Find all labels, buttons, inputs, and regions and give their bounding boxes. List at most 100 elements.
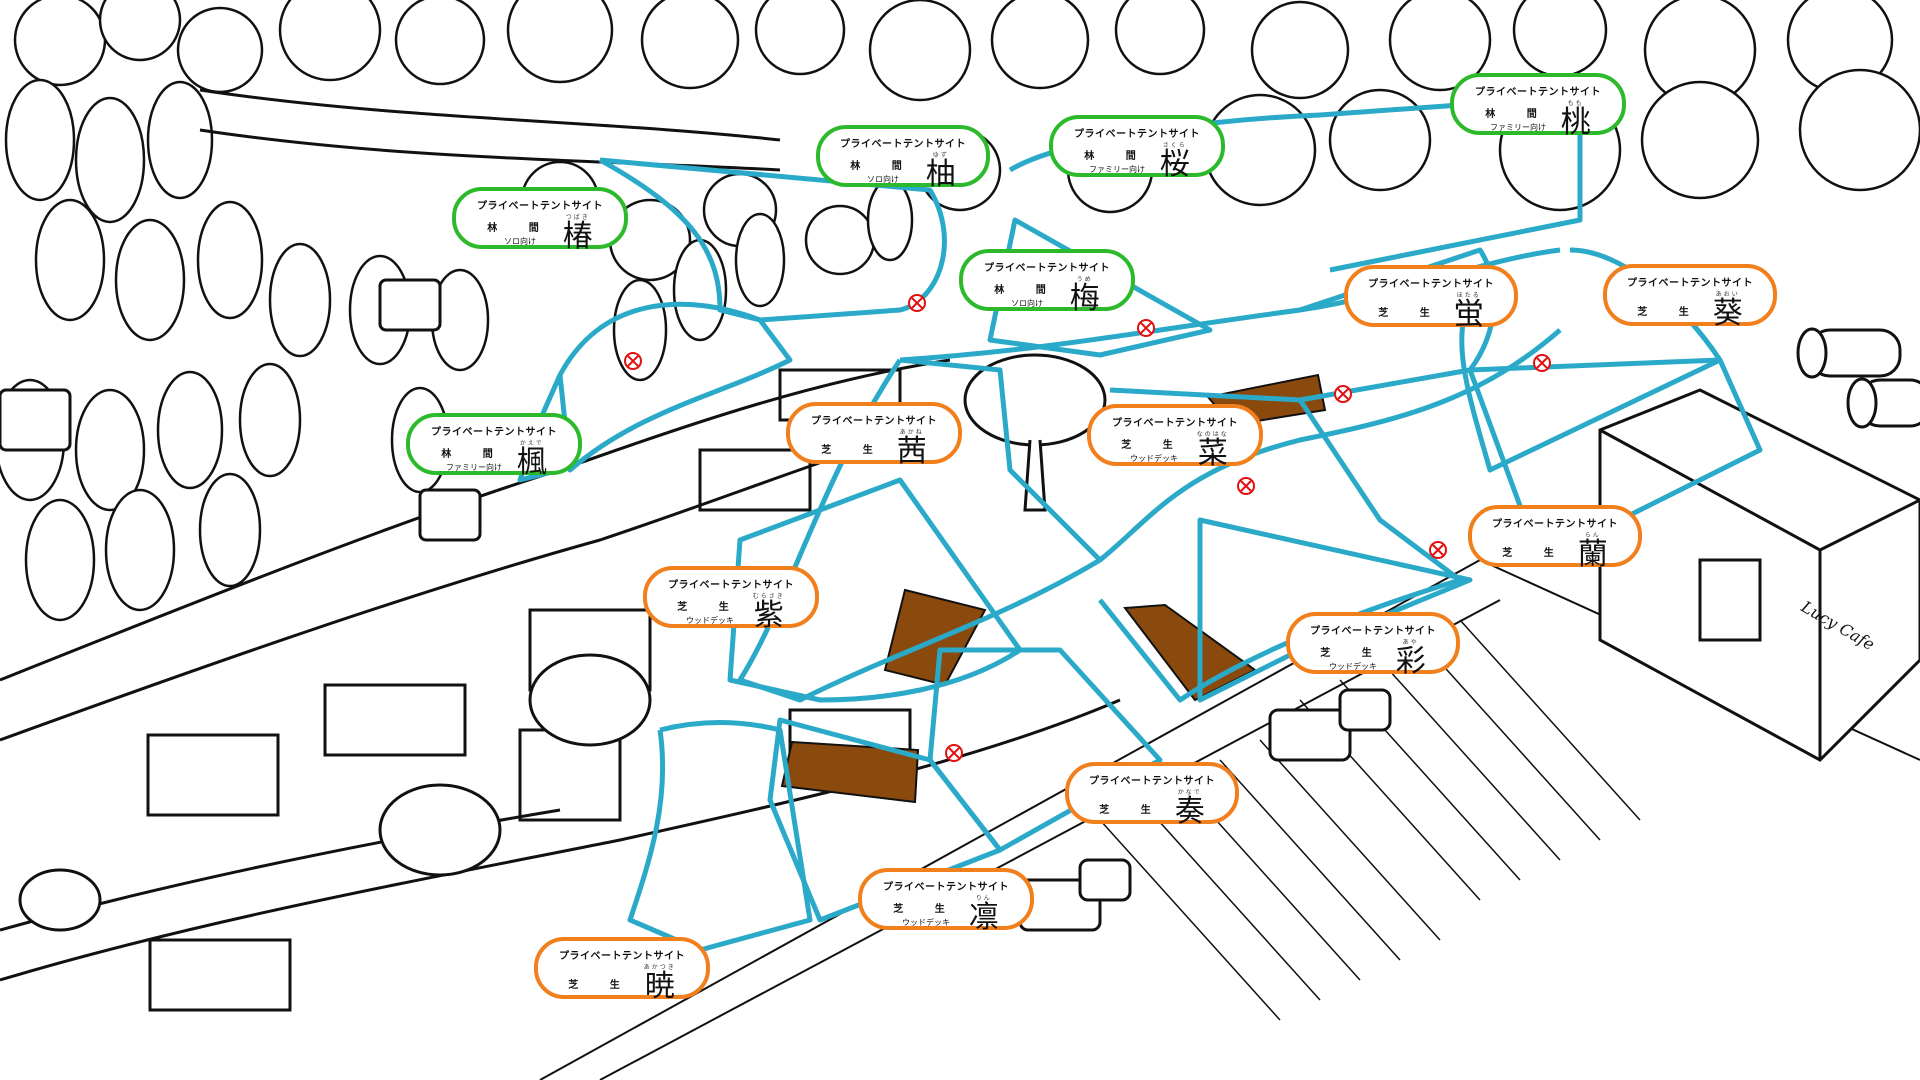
site-header: プライベートテントサイト	[1074, 129, 1200, 140]
site-ruby: あおい	[1715, 291, 1740, 298]
site-label-kanade[interactable]: プライベートテントサイト芝 生かなで奏	[1065, 762, 1239, 829]
site-name: 桜	[1159, 147, 1190, 182]
site-target: ウッドデッキ	[1129, 454, 1178, 463]
site-label-yuzu[interactable]: プライベートテントサイト林 間ソロ向け ゆず柚	[816, 125, 990, 192]
site-label-akane[interactable]: プライベートテントサイト芝 生 あかね茜	[786, 402, 962, 469]
site-label-kaede[interactable]: プライベートテントサイト林 間ファミリー向け かえで楓	[406, 413, 582, 480]
site-ground-type: 林 間	[994, 285, 1060, 296]
site-ruby: あかつき	[643, 964, 676, 971]
site-header: プライベートテントサイト	[431, 427, 557, 438]
site-ground-type: 芝 生	[821, 444, 887, 456]
site-name: 蘭	[1577, 537, 1608, 572]
site-ruby: ほたる	[1456, 292, 1481, 299]
site-ruby: さくら	[1162, 142, 1187, 149]
site-label-ume[interactable]: プライベートテントサイト林 間ソロ向けうめ梅	[959, 249, 1135, 314]
site-header: プライベートテントサイト	[1310, 626, 1436, 637]
no-entry-icon	[1137, 319, 1155, 337]
site-ground-type: 林 間	[850, 161, 916, 172]
site-ground-type: 芝 生	[677, 602, 743, 613]
no-entry-icon	[908, 294, 926, 312]
site-target: ファミリー向け	[445, 463, 502, 472]
site-name: 彩	[1395, 644, 1426, 679]
site-label-sakura[interactable]: プライベートテントサイト林 間ファミリー向けさくら桜	[1049, 115, 1225, 182]
site-target: ファミリー向け	[1489, 123, 1546, 132]
site-label-aoi[interactable]: プライベートテントサイト芝 生 あおい葵	[1603, 264, 1777, 331]
site-ruby: ゆず	[932, 152, 949, 159]
site-ruby: かえで	[519, 440, 544, 447]
site-label-nanohana[interactable]: プライベートテントサイト芝 生ウッドデッキ なのはな菜	[1087, 404, 1263, 471]
no-entry-icon	[624, 352, 642, 370]
boundary-ran	[1467, 357, 1763, 563]
no-entry-icon	[1334, 385, 1352, 403]
site-label-rin[interactable]: プライベートテントサイト芝 生ウッドデッキ りん凛	[858, 868, 1034, 935]
site-header: プライベートテントサイト	[668, 580, 794, 591]
site-header: プライベートテントサイト	[559, 951, 685, 962]
site-target: ソロ向け	[503, 237, 536, 246]
site-label-tsubaki[interactable]: プライベートテントサイト林 間ソロ向けつばき椿	[452, 187, 628, 252]
site-header: プライベートテントサイト	[1627, 278, 1753, 289]
site-name: 蛍	[1453, 297, 1484, 332]
no-entry-icon	[945, 744, 963, 762]
site-label-ran[interactable]: プライベートテントサイト芝 生 らん蘭	[1468, 505, 1642, 572]
site-header: プライベートテントサイト	[1368, 279, 1494, 290]
site-ground-type: 芝 生	[1637, 306, 1703, 318]
site-name: 奏	[1174, 794, 1205, 829]
site-name: 葵	[1712, 296, 1743, 331]
site-header: プライベートテントサイト	[1089, 776, 1215, 787]
site-name: 紫	[753, 598, 784, 633]
site-ruby: あかね	[899, 429, 924, 436]
boundary-murasaki	[727, 477, 1023, 703]
site-label-murasaki[interactable]: プライベートテントサイト芝 生ウッドデッキむらさき紫	[643, 566, 819, 633]
site-name: 菜	[1197, 436, 1228, 471]
site-label-momo[interactable]: プライベートテントサイト林 間ファミリー向け もも桃	[1450, 73, 1626, 140]
site-ruby: つばき	[565, 214, 590, 221]
site-label-hotaru[interactable]: プライベートテントサイト芝 生 ほたる蛍	[1344, 265, 1518, 332]
site-name: 凛	[968, 900, 999, 935]
site-header: プライベートテントサイト	[477, 201, 603, 212]
site-name: 暁	[644, 969, 675, 1004]
site-target: ソロ向け	[1010, 299, 1043, 308]
site-ground-type: 芝 生	[893, 904, 959, 915]
site-name: 楓	[516, 445, 547, 480]
building-icon	[1598, 388, 1920, 762]
site-header: プライベートテントサイト	[984, 263, 1110, 274]
barrel-sauna-icon	[1796, 327, 1920, 429]
site-header: プライベートテントサイト	[1492, 519, 1618, 530]
site-header: プライベートテントサイト	[840, 139, 966, 150]
site-name: 茜	[896, 434, 927, 469]
site-name: 柚	[925, 157, 956, 192]
site-ruby: むらさき	[752, 593, 785, 600]
no-entry-icon	[1429, 541, 1447, 559]
site-header: プライベートテントサイト	[883, 882, 1009, 893]
site-ground-type: 芝 生	[1378, 307, 1444, 319]
site-ruby: うめ	[1076, 276, 1093, 283]
boundary-akane	[737, 357, 1103, 703]
site-label-akatsuki[interactable]: プライベートテントサイト芝 生 あかつき暁	[534, 937, 710, 1004]
no-entry-icon	[1237, 477, 1255, 495]
site-header: プライベートテントサイト	[811, 416, 937, 427]
site-header: プライベートテントサイト	[1475, 87, 1601, 98]
site-ground-type: 芝 生	[568, 979, 634, 991]
tree-icon	[18, 353, 1107, 932]
site-ground-type: 芝 生	[1502, 547, 1568, 559]
site-ruby: なのはな	[1196, 431, 1229, 438]
boundary-akatsuki	[627, 720, 813, 953]
site-name: 桃	[1560, 105, 1591, 140]
site-ground-type: 芝 生	[1099, 804, 1165, 816]
car-icon	[0, 278, 1392, 932]
site-label-aya[interactable]: プライベートテントサイト芝 生ウッドデッキあや彩	[1286, 612, 1460, 679]
site-target: ソロ向け	[866, 175, 899, 184]
site-target: ウッドデッキ	[901, 918, 950, 927]
site-ground-type: 林 間	[441, 449, 507, 460]
site-target: ウッドデッキ	[1328, 662, 1377, 671]
site-ruby: りん	[975, 895, 992, 902]
site-ruby: らん	[1584, 532, 1601, 539]
site-target: ファミリー向け	[1088, 165, 1145, 174]
site-ground-type: 林 間	[1485, 109, 1551, 120]
site-ground-type: 芝 生	[1121, 440, 1187, 451]
site-ruby: もも	[1567, 100, 1584, 107]
no-entry-marks	[624, 294, 1551, 762]
boundary-yuzu	[598, 157, 947, 323]
site-header: プライベートテントサイト	[1112, 418, 1238, 429]
